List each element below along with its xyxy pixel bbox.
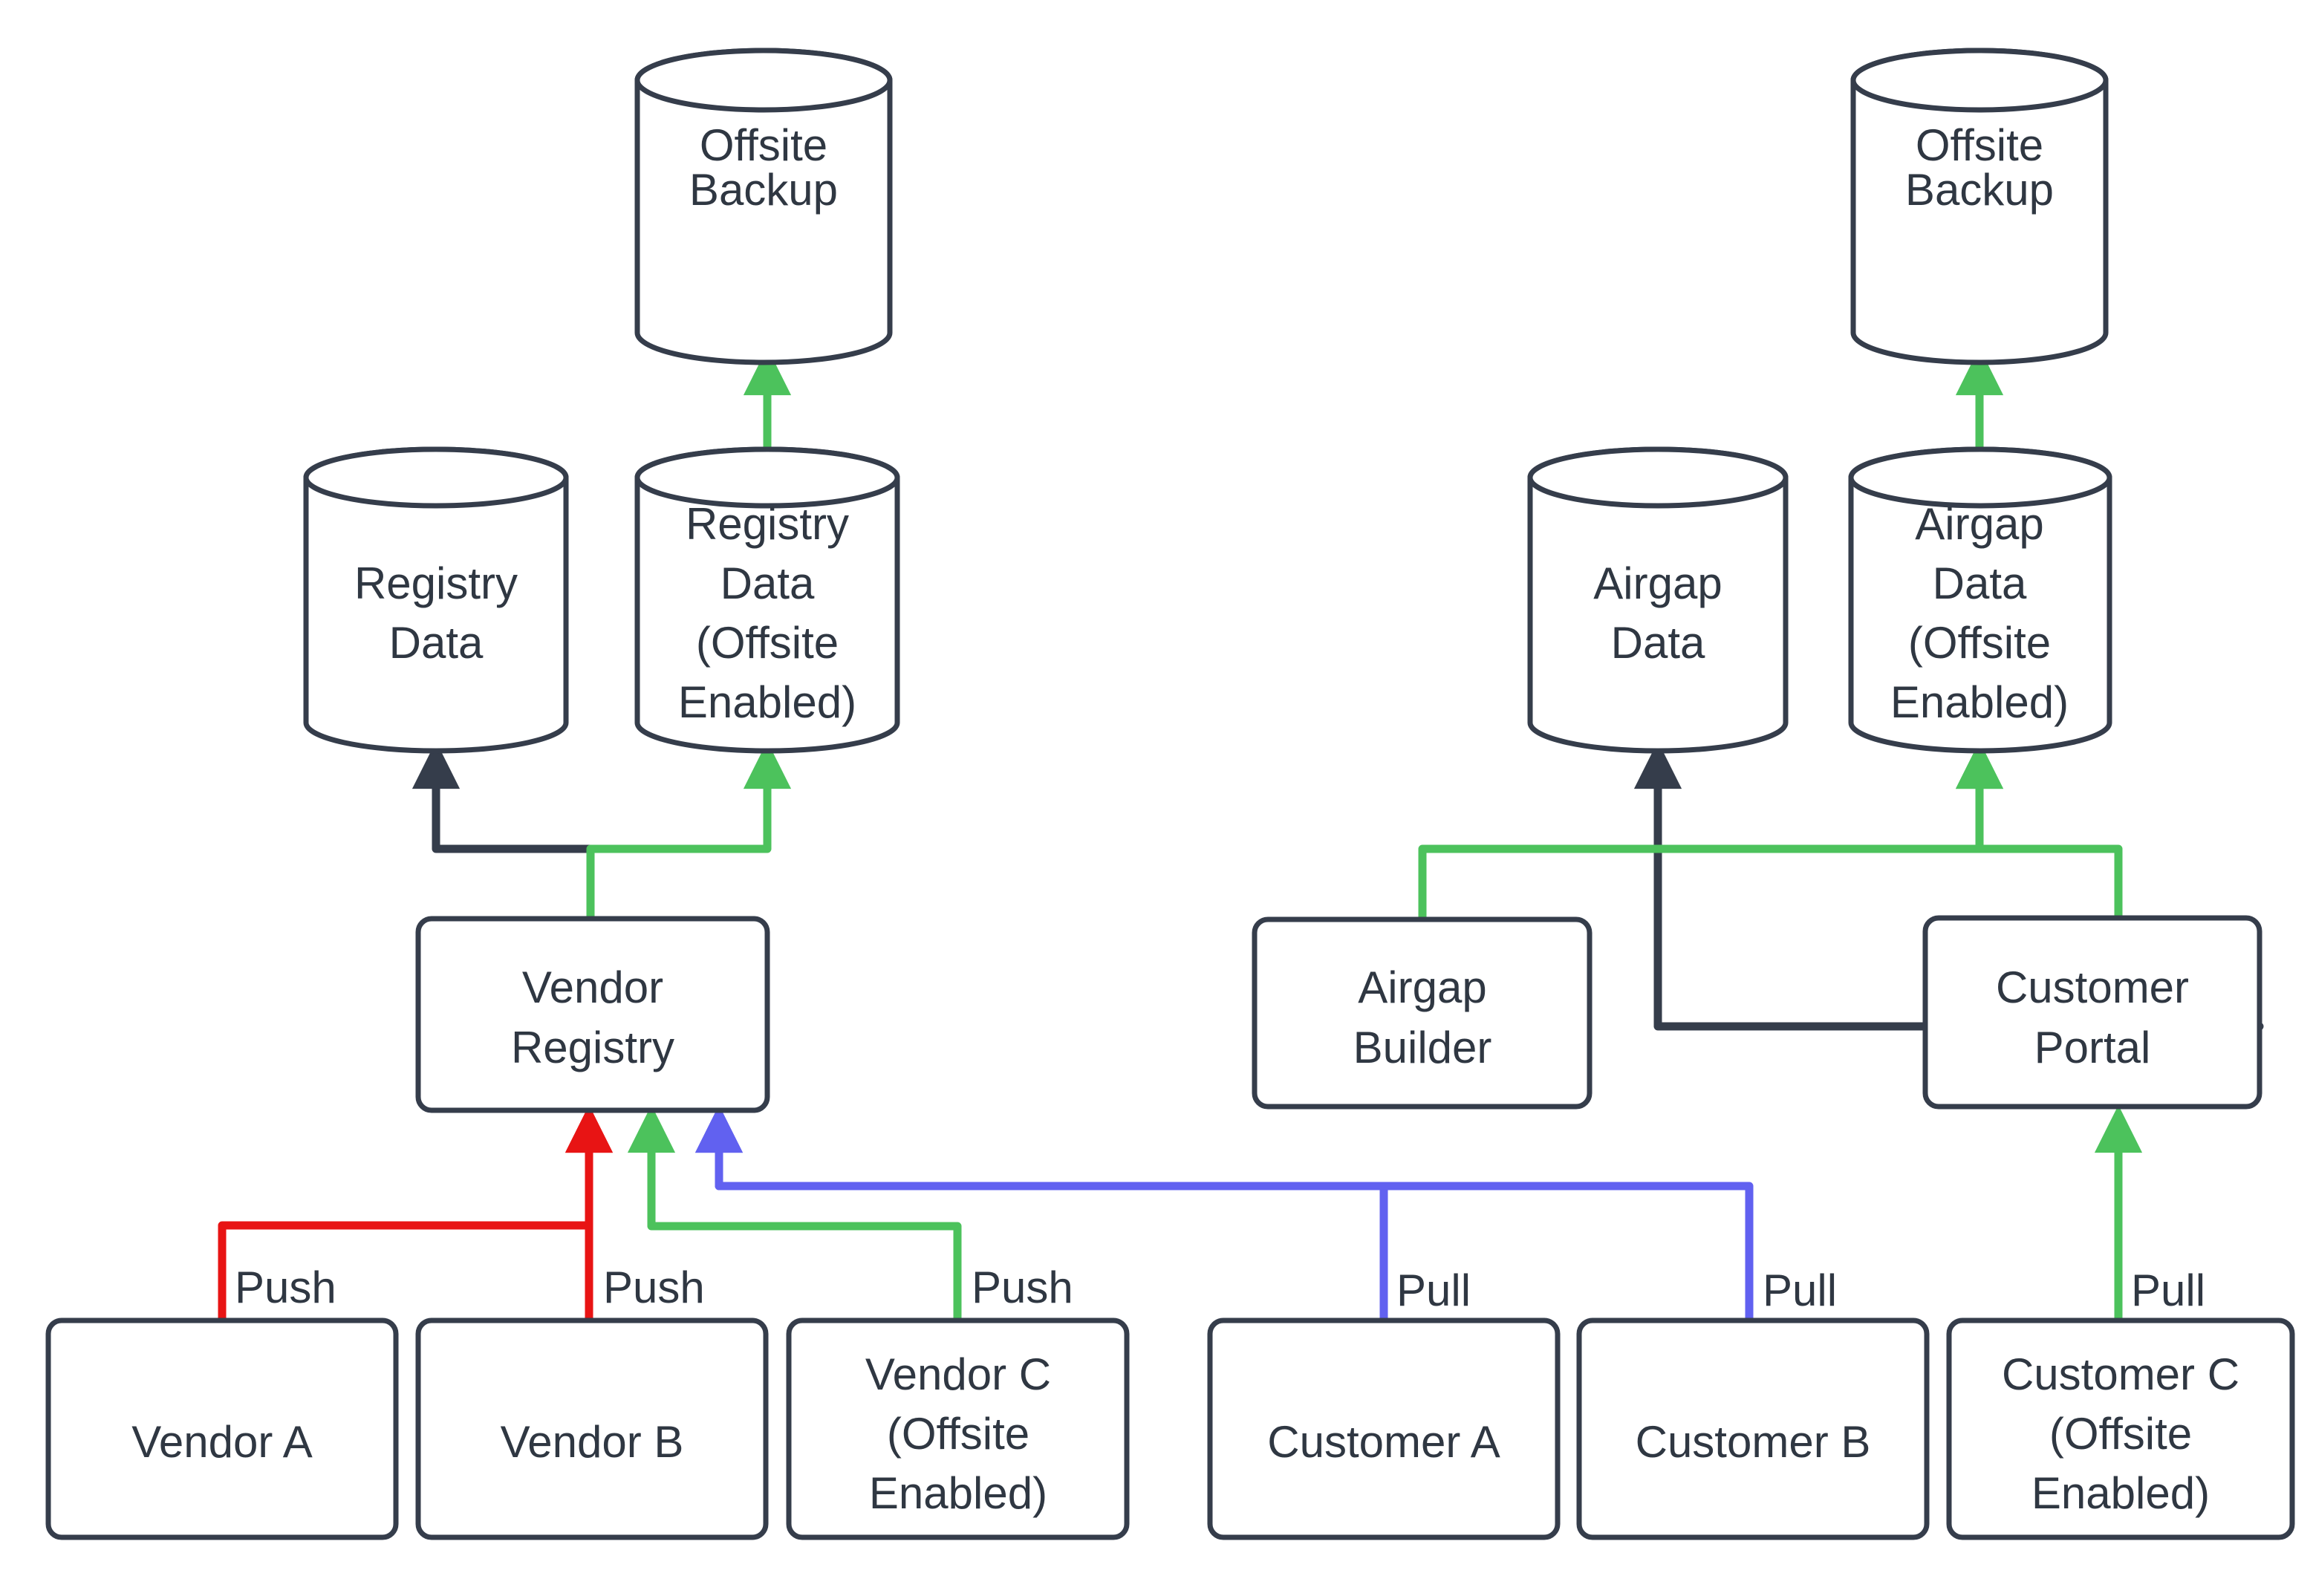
node-airgap-builder[interactable]: Airgap Builder bbox=[1252, 916, 1593, 1110]
node-offsite-backup-left[interactable]: Offsite Backup bbox=[634, 48, 893, 365]
node-registry-data-offsite[interactable]: Registry Data (Offsite Enabled) bbox=[634, 446, 900, 754]
edge-airgap-builder-to-airgap-data-offsite bbox=[1418, 740, 2004, 922]
node-customer-c[interactable]: Customer C (Offsite Enabled) bbox=[1946, 1317, 2295, 1540]
node-label-line1: Offsite bbox=[1916, 120, 2043, 170]
node-label-line1: Registry bbox=[354, 558, 518, 608]
node-label-line1: Airgap bbox=[1358, 963, 1486, 1012]
node-label-line1: Customer B bbox=[1636, 1417, 1871, 1467]
edge-vendor-registry-to-registry-data-offsite bbox=[586, 740, 792, 921]
node-label-line1: Vendor A bbox=[131, 1417, 313, 1467]
node-label-line2: Registry bbox=[511, 1023, 674, 1072]
node-customer-portal[interactable]: Customer Portal bbox=[1922, 915, 2262, 1110]
node-vendor-c[interactable]: Vendor C (Offsite Enabled) bbox=[786, 1317, 1130, 1540]
node-label-line3: Enabled) bbox=[869, 1468, 1047, 1518]
node-label-line3: (Offsite bbox=[696, 618, 839, 668]
node-label-line2: (Offsite bbox=[887, 1409, 1029, 1459]
node-vendor-a[interactable]: Vendor A bbox=[45, 1317, 399, 1540]
node-label-line4: Enabled) bbox=[1890, 677, 2069, 727]
edge-label-vendor-a-push: Push bbox=[235, 1263, 336, 1312]
node-label-line1: Airgap bbox=[1593, 558, 1722, 608]
edge-label-vendor-b-push: Push bbox=[603, 1263, 705, 1312]
edge-label-vendor-c-push: Push bbox=[972, 1263, 1073, 1312]
node-customer-b[interactable]: Customer B bbox=[1576, 1317, 1930, 1540]
node-label-line1: Airgap bbox=[1915, 499, 2043, 549]
node-vendor-b[interactable]: Vendor B bbox=[415, 1317, 769, 1540]
node-label-line2: Builder bbox=[1353, 1023, 1492, 1072]
node-label-line2: Data bbox=[720, 558, 815, 608]
node-label-line2: Backup bbox=[1905, 165, 2054, 215]
node-label-line1: Offsite bbox=[700, 120, 827, 170]
node-label-line1: Vendor bbox=[522, 963, 663, 1012]
node-label-line2: Data bbox=[389, 618, 484, 668]
node-label-line1: Vendor C bbox=[865, 1349, 1051, 1399]
node-label-line1: Vendor B bbox=[501, 1417, 684, 1467]
node-label-line1: Customer C bbox=[2002, 1349, 2239, 1399]
node-label-line2: Backup bbox=[689, 165, 838, 215]
node-customer-a[interactable]: Customer A bbox=[1207, 1317, 1561, 1540]
node-vendor-registry[interactable]: Vendor Registry bbox=[415, 916, 770, 1113]
edge-label-customer-c-pull: Pull bbox=[2131, 1266, 2205, 1315]
node-registry-data[interactable]: Registry Data bbox=[303, 446, 569, 754]
edge-vendor-c-push bbox=[627, 1104, 962, 1323]
edge-label-customer-b-pull: Pull bbox=[1763, 1266, 1837, 1315]
node-label-line2: Data bbox=[1933, 558, 2027, 608]
node-label-line4: Enabled) bbox=[678, 677, 856, 727]
node-label-line2: (Offsite bbox=[2049, 1409, 2192, 1459]
node-airgap-data[interactable]: Airgap Data bbox=[1527, 446, 1789, 754]
node-label-line1: Customer A bbox=[1267, 1417, 1500, 1467]
node-airgap-data-offsite[interactable]: Airgap Data (Offsite Enabled) bbox=[1848, 446, 2112, 754]
edge-customer-b-pull bbox=[694, 1104, 1754, 1323]
node-label-line3: Enabled) bbox=[2031, 1468, 2210, 1518]
node-label-line3: (Offsite bbox=[1908, 618, 2051, 668]
edge-label-customer-a-pull: Pull bbox=[1396, 1266, 1471, 1315]
node-label-line2: Data bbox=[1611, 618, 1705, 668]
edge-customer-portal-to-airgap-data-offsite bbox=[1955, 740, 2123, 920]
node-label-line1: Customer bbox=[1996, 963, 2189, 1012]
node-offsite-backup-right[interactable]: Offsite Backup bbox=[1850, 48, 2109, 365]
edge-vendor-registry-to-registry-data bbox=[411, 740, 595, 921]
node-label-line1: Registry bbox=[686, 499, 849, 549]
node-label-line2: Portal bbox=[2034, 1023, 2151, 1072]
